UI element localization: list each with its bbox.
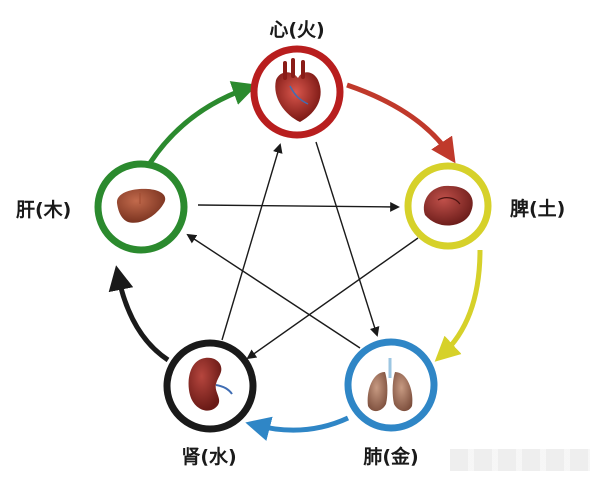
arrow-spleen-to-kidney xyxy=(246,237,419,360)
generating-cycle xyxy=(108,81,483,441)
label-liver: 肝(木) xyxy=(16,198,71,221)
arrow-heart-to-lung xyxy=(315,141,380,337)
arrow-lung-to-kidney xyxy=(245,415,350,441)
arrow-lung-to-liver xyxy=(186,233,361,349)
lungs-icon xyxy=(367,358,413,412)
watermark-blur xyxy=(450,449,590,471)
label-spleen: 脾(土) xyxy=(509,197,565,220)
heart-icon xyxy=(275,58,321,122)
controlling-cycle xyxy=(186,141,419,360)
node-liver: 肝(木) xyxy=(16,160,188,254)
label-lung: 肺(金) xyxy=(363,445,418,468)
label-kidney: 肾(水) xyxy=(181,446,236,468)
arrow-kidney-to-heart xyxy=(221,143,283,341)
node-heart: 心(火) xyxy=(250,19,344,139)
lung-ring xyxy=(344,338,438,432)
node-kidney: 肾(水) xyxy=(163,339,257,468)
liver-icon xyxy=(116,188,166,223)
arrow-liver-to-heart xyxy=(147,81,258,165)
arrow-heart-to-spleen xyxy=(346,82,456,164)
node-lung: 肺(金) xyxy=(344,338,438,468)
arrow-kidney-to-liver xyxy=(108,265,170,363)
node-spleen: 脾(土) xyxy=(404,162,565,250)
kidney-icon xyxy=(188,357,233,411)
spleen-icon xyxy=(423,185,473,226)
label-heart: 心(火) xyxy=(269,19,324,41)
arrow-spleen-to-lung xyxy=(434,249,483,362)
arrow-liver-to-spleen xyxy=(197,202,400,212)
